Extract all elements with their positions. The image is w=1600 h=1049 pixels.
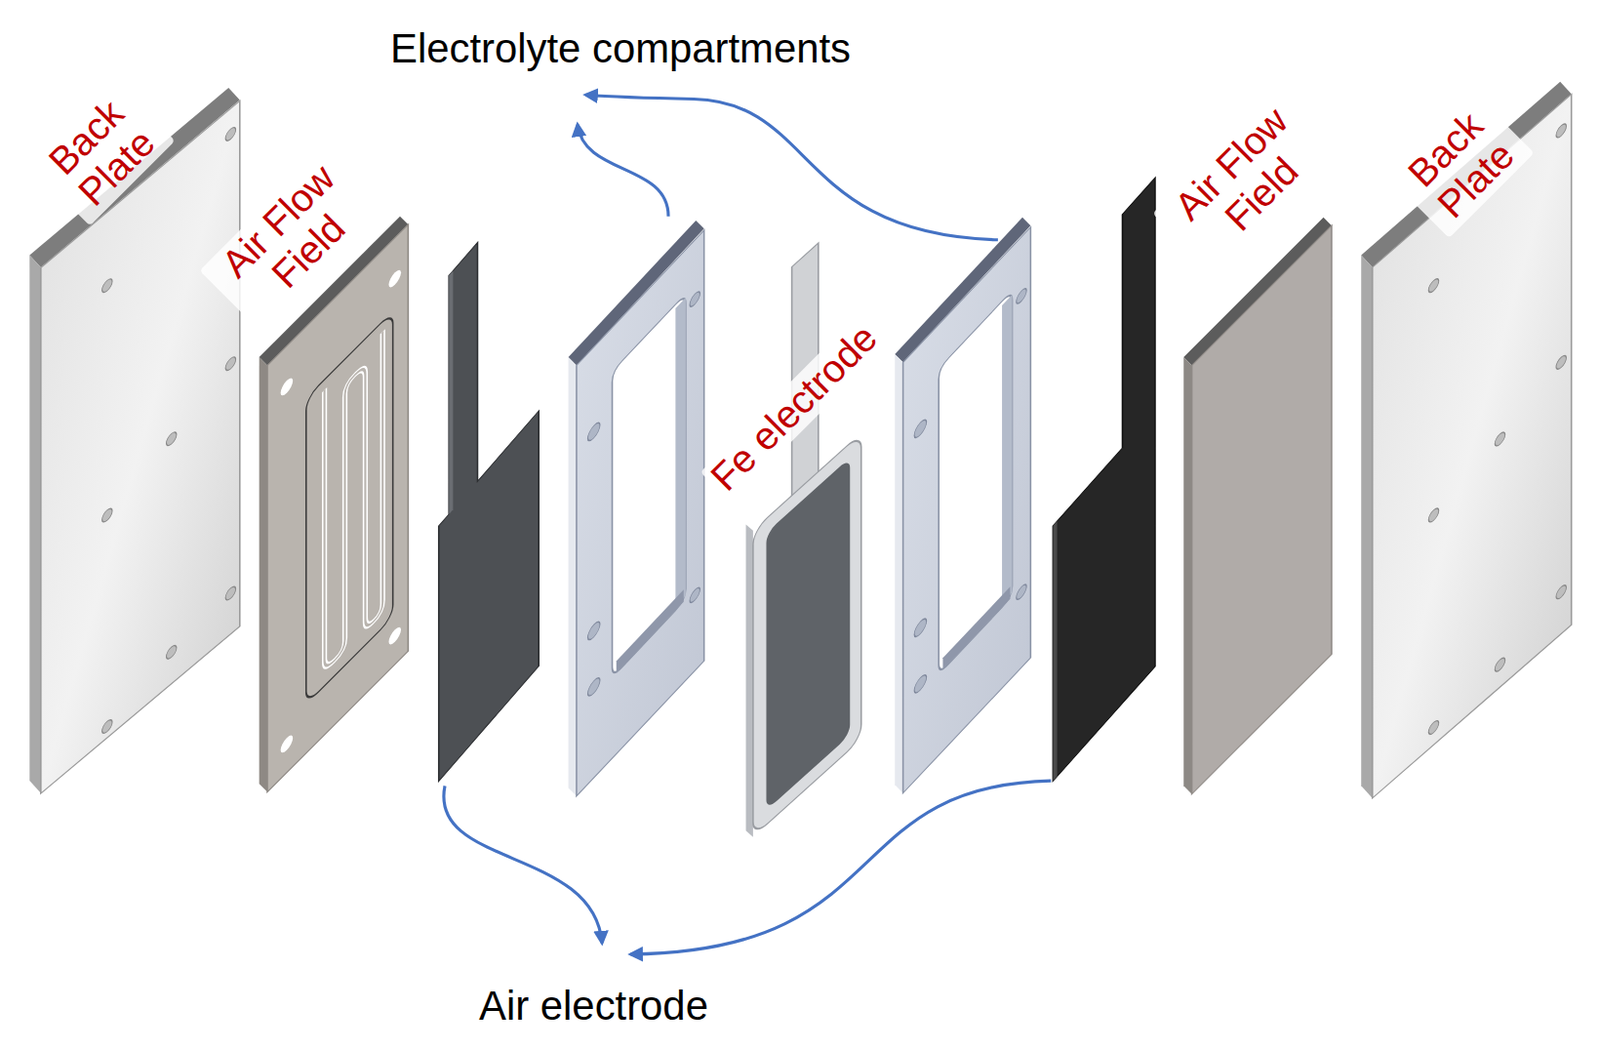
fe-electrode — [746, 204, 862, 838]
leader-arrow — [443, 94, 1051, 955]
electrolyte-frame — [894, 217, 1031, 794]
callout-label: Air electrode — [475, 982, 713, 1028]
air-electrode-sheet — [439, 171, 539, 781]
back-plate — [1360, 81, 1571, 799]
air-electrode-sheet — [1052, 177, 1156, 781]
callout-label: Electrolyte compartments — [386, 25, 855, 71]
air-flow-field — [1183, 217, 1332, 795]
electrolyte-frame — [568, 220, 705, 797]
